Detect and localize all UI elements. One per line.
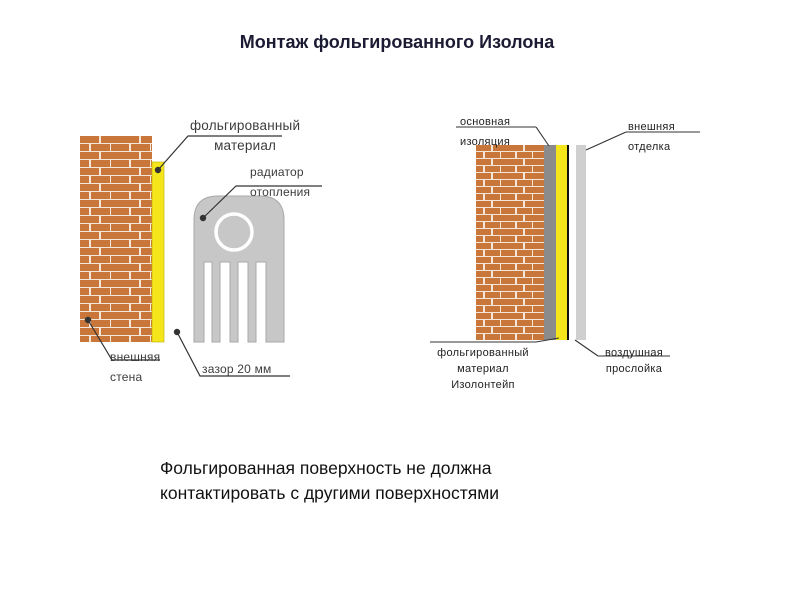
label-outer-finish: внешняя отделка — [628, 117, 675, 157]
main-insulation-layer — [544, 145, 556, 340]
foil-edge — [567, 145, 569, 340]
label-line: стена — [110, 370, 143, 384]
label-gap: зазор 20 мм — [202, 362, 272, 376]
radiator-pipe — [214, 212, 254, 252]
label-radiator: радиатор отопления — [250, 162, 310, 202]
label-line: внешняя — [628, 121, 675, 133]
label-line: отопления — [250, 185, 311, 199]
caption-line: контактировать с другими поверхностями — [160, 483, 500, 503]
label-line: фольгированный — [437, 347, 529, 359]
label-main-insulation: основная изоляция — [460, 112, 510, 152]
label-foil-tape: фольгированный материал Изолонтейп — [430, 345, 536, 393]
caption-line: Фольгированная поверхность не должна — [160, 458, 492, 478]
caption: Фольгированная поверхность не должна кон… — [160, 456, 499, 506]
right-diagram — [430, 126, 700, 357]
label-line: материал — [214, 138, 277, 153]
label-line: прослойка — [605, 363, 663, 375]
page-title: Монтаж фольгированного Изолона — [239, 32, 555, 52]
label-outer-wall: внешняя стена — [110, 347, 160, 387]
radiator-shape — [193, 195, 285, 343]
brick-wall — [476, 145, 544, 340]
label-line: радиатор — [250, 165, 304, 179]
foil-tape-layer — [556, 145, 567, 340]
outer-wall-bricks — [80, 136, 152, 342]
label-line: воздушная — [604, 347, 664, 359]
label-foil-material: фольгированный материал — [190, 116, 300, 156]
outer-finish-layer — [576, 145, 586, 340]
left-diagram — [80, 135, 322, 377]
label-line: фольгированный — [190, 118, 301, 133]
foil-layer — [151, 161, 165, 343]
label-line: отделка — [628, 141, 671, 153]
label-line: Изолонтейп — [451, 379, 515, 391]
label-line: основная — [460, 116, 511, 128]
label-air-layer: воздушная прослойка — [598, 345, 670, 377]
label-line: внешняя — [110, 350, 161, 364]
label-line: материал — [457, 363, 509, 375]
label-line: изоляция — [460, 136, 511, 148]
